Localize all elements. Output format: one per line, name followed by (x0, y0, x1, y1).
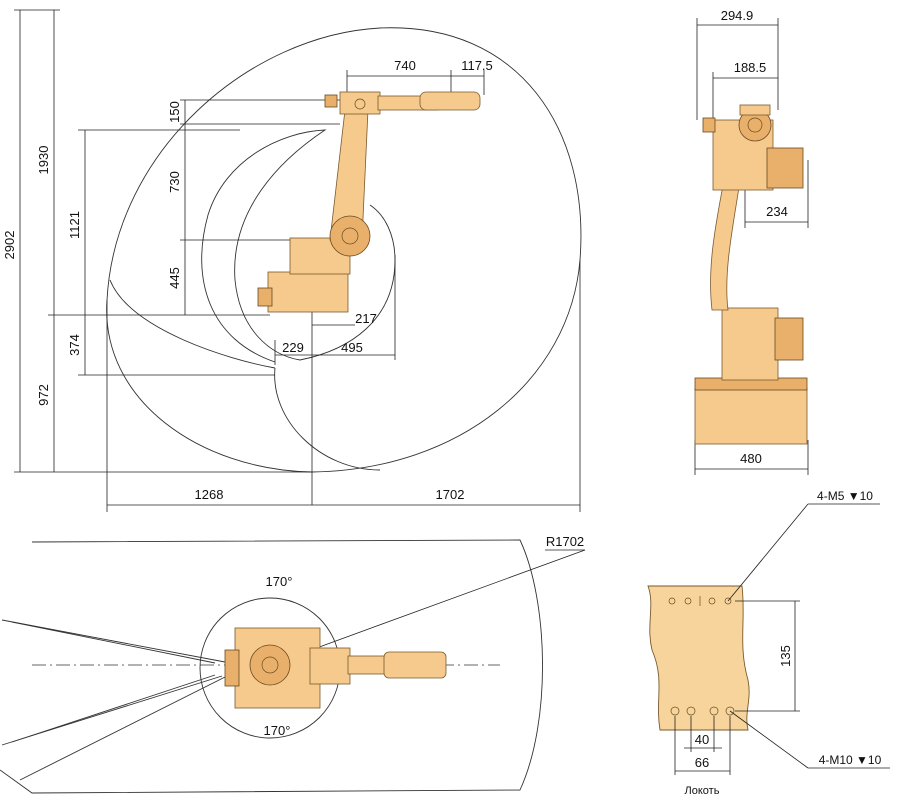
dim-217: 217 (355, 311, 377, 326)
work-envelope-outer (106, 27, 582, 473)
dim-150: 150 (167, 101, 182, 123)
robot-side (257, 91, 481, 313)
dim-40: 40 (695, 732, 709, 747)
dim-1930: 1930 (36, 146, 51, 175)
top-view: R1702 170° 170° (0, 534, 586, 794)
label-r1702: R1702 (546, 534, 584, 549)
dim-2902: 2902 (2, 231, 17, 260)
dim-374: 374 (67, 334, 82, 356)
label-thread-bottom: 4-M10 ▼10 (819, 753, 882, 767)
dim-972: 972 (36, 384, 51, 406)
dim-117-5: 117.5 (461, 58, 493, 73)
work-envelope-inner (201, 129, 327, 363)
robot-front (694, 104, 808, 445)
label-angle-top: 170° (266, 574, 293, 589)
dim-188-5: 188.5 (734, 60, 767, 75)
dim-445: 445 (167, 267, 182, 289)
front-view: 294.9 188.5 234 480 (694, 8, 809, 475)
dim-480: 480 (740, 451, 762, 466)
label-angle-bottom: 170° (264, 723, 291, 738)
dim-234: 234 (766, 204, 788, 219)
top-envelope (0, 539, 543, 794)
dim-740: 740 (394, 58, 416, 73)
work-envelope-small (299, 204, 396, 361)
work-envelope-rear (109, 279, 276, 369)
dim-294-9: 294.9 (721, 8, 754, 23)
dim-1121: 1121 (67, 211, 82, 239)
dim-730: 730 (167, 171, 182, 193)
elbow-plate (647, 585, 750, 731)
dim-135: 135 (778, 645, 793, 667)
dim-66: 66 (695, 755, 709, 770)
dim-229: 229 (282, 340, 304, 355)
dim-495: 495 (341, 340, 363, 355)
label-thread-top: 4-M5 ▼10 (817, 489, 873, 503)
dim-1702: 1702 (436, 487, 465, 502)
side-view: 2902 1930 972 1121 374 150 730 445 740 1… (2, 9, 582, 512)
detail-view: 4-M5 ▼10 135 4-M10 ▼10 40 66 Локоть (647, 489, 890, 797)
work-envelope-lower (274, 367, 381, 471)
robot-top (224, 627, 447, 709)
dim-1268: 1268 (195, 487, 224, 502)
caption-elbow: Локоть (685, 785, 720, 797)
